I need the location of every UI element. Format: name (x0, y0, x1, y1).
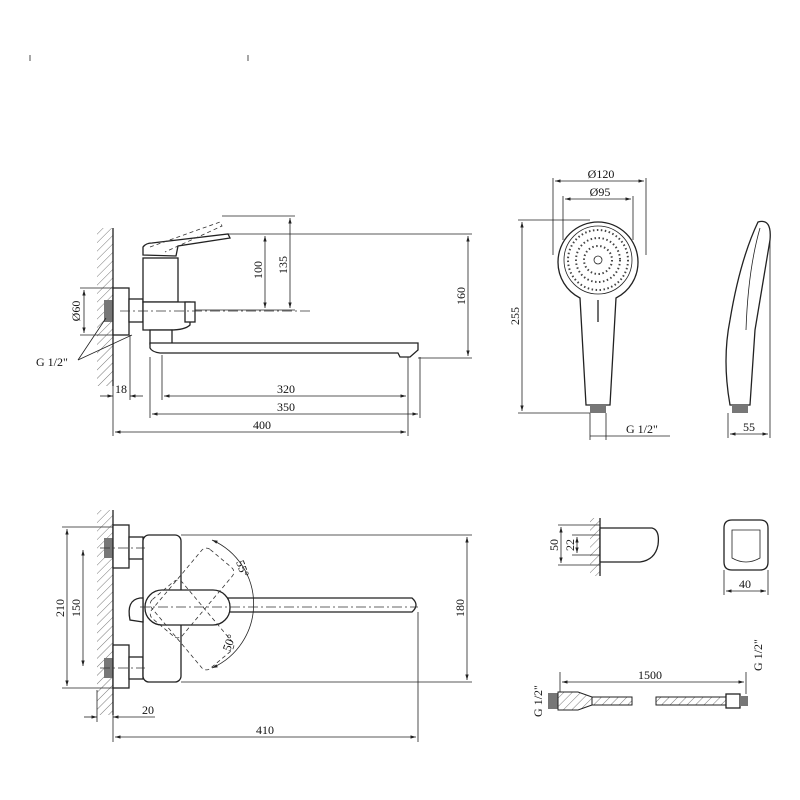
dim-hose-length: 1500 (638, 668, 662, 682)
shower-hose (548, 672, 748, 711)
nut (128, 298, 144, 323)
dim-350: 350 (277, 400, 295, 414)
dim-100: 100 (251, 261, 265, 279)
dim-20: 20 (142, 703, 154, 717)
shower-head-side (725, 220, 771, 413)
flange-bottom (112, 644, 130, 689)
dim-holder-22: 22 (563, 539, 577, 551)
dim-head-diameter-outer: Ø120 (588, 167, 615, 181)
dim-135: 135 (276, 256, 290, 274)
dim-180: 180 (453, 599, 467, 617)
rotation-arc (211, 539, 255, 669)
dim-flange-diameter: Ø60 (69, 301, 83, 322)
dim-head-length: 255 (508, 307, 522, 325)
wall-flange (112, 287, 130, 336)
dim-410: 410 (256, 723, 274, 737)
wall-holder-front (723, 519, 769, 595)
hose-thread-right: G 1/2" (751, 639, 765, 671)
flange-top (112, 524, 130, 569)
dim-150: 150 (69, 599, 83, 617)
thread-fitting (104, 300, 113, 322)
top-dimensions (62, 526, 472, 742)
mixer-top-view (97, 510, 418, 715)
dim-head-diameter-inner: Ø95 (590, 185, 611, 199)
dim-head-side-width: 55 (743, 420, 755, 434)
angle-55: 55° (233, 558, 252, 579)
hose-thread-left: G 1/2" (531, 685, 545, 717)
dim-400: 400 (253, 418, 271, 432)
mixer-lower-body (142, 301, 191, 331)
thread-label: G 1/2" (36, 355, 68, 369)
lever-handle (142, 233, 231, 257)
head-thread-label: G 1/2" (626, 422, 658, 436)
spout (149, 342, 419, 358)
dim-18: 18 (115, 382, 127, 396)
dim-holder-40: 40 (739, 577, 751, 591)
mixer-front-view (97, 221, 419, 386)
angle-50: 50° (220, 632, 239, 653)
mixer-body (142, 257, 179, 303)
dim-320: 320 (277, 382, 295, 396)
lever-raised-position (149, 221, 223, 253)
lever-top (144, 589, 231, 626)
dim-160: 160 (454, 287, 468, 305)
dim-210: 210 (53, 599, 67, 617)
shower-head-front (557, 221, 639, 413)
spout-collar (149, 329, 173, 345)
spout-top (227, 597, 417, 613)
dim-holder-50: 50 (547, 539, 561, 551)
lever-rotated-up (149, 547, 235, 639)
front-dimensions (77, 215, 472, 436)
wall-holder (558, 518, 660, 576)
side-knob (184, 301, 196, 323)
shower-dimensions (518, 178, 771, 440)
